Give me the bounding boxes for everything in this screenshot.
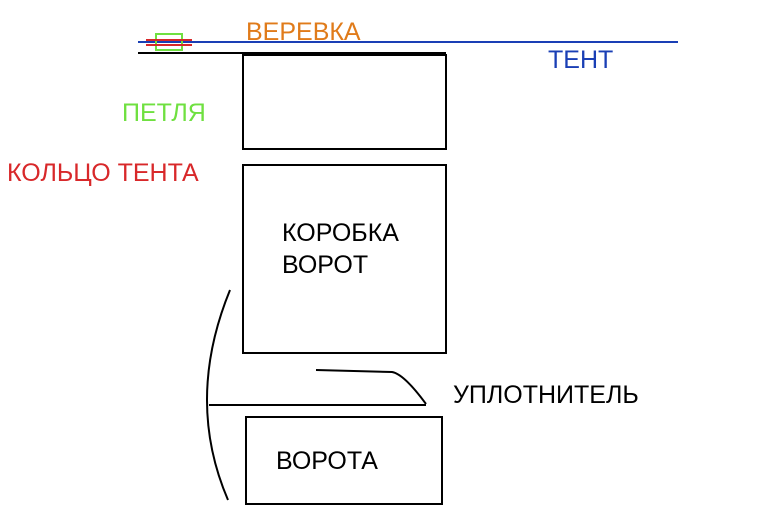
loop-shape: [155, 33, 183, 51]
gate-frame-label-1: КОРОБКА: [282, 219, 399, 247]
tent-ring-label: КОЛЬЦО ТЕНТА: [7, 159, 199, 187]
tent-label: ТЕНТ: [548, 46, 614, 74]
seal-curve: [315, 369, 427, 405]
loop-label: ПЕТЛЯ: [122, 99, 206, 127]
upper-box: [242, 54, 447, 150]
gate-frame-box: [242, 164, 447, 354]
gate-box: [245, 416, 443, 505]
rope-label: ВЕРЕВКА: [246, 18, 361, 46]
gate-label: ВОРОТА: [276, 447, 378, 475]
seal-label: УПЛОТНИТЕЛЬ: [453, 381, 639, 409]
gate-swing-curve: [206, 289, 231, 501]
gate-frame-label-2: ВОРОТ: [282, 251, 369, 279]
